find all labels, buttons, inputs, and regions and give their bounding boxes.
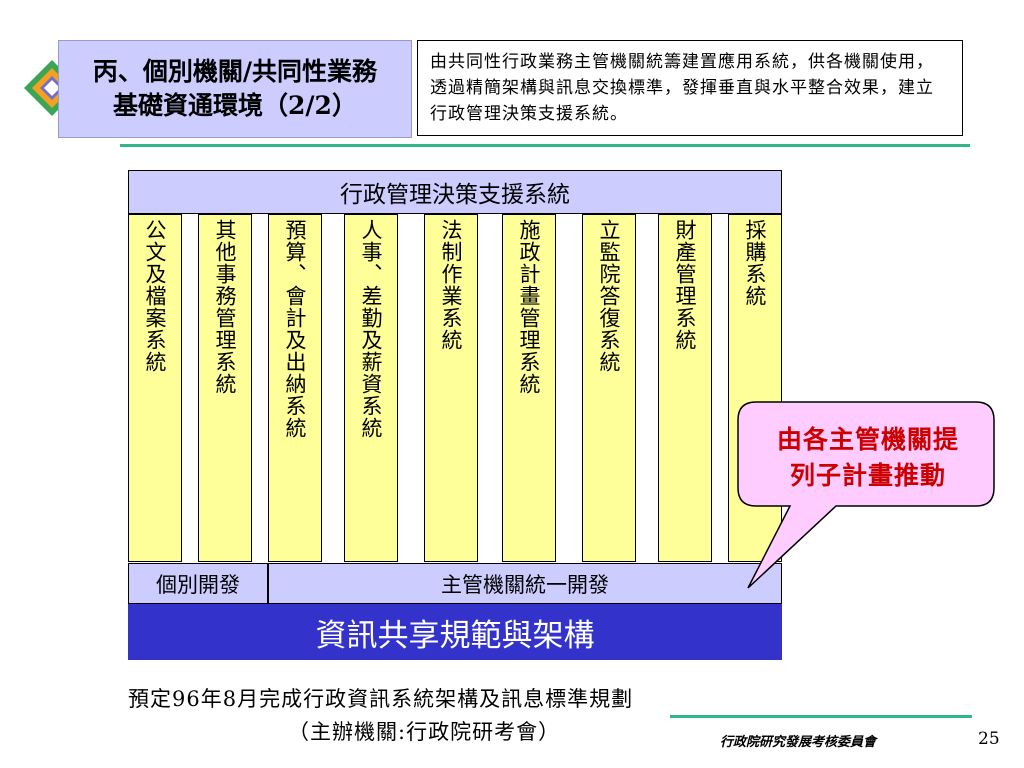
callout-bubble <box>737 401 995 589</box>
callout-text: 由各主管機關提 列子計畫推動 <box>738 412 998 504</box>
system-column-label: 施政計畫管理系統 <box>517 219 541 395</box>
description-text: 由共同性行政業務主管機關統籌建置應用系統，供各機關使用，透過精簡架構與訊息交換標… <box>430 52 934 124</box>
page-number: 25 <box>978 729 1000 749</box>
system-column-label: 財產管理系統 <box>673 219 697 351</box>
title-line-1: 丙、個別機關/共同性業務 <box>92 57 378 86</box>
callout-line-2: 列子計畫推動 <box>789 461 946 490</box>
system-column: 立監院答復系統 <box>582 214 636 562</box>
system-column-label: 人事、差勤及薪資系統 <box>359 219 383 439</box>
system-column: 公文及檔案系統 <box>128 214 182 562</box>
organization-name: 行政院研究發展考核委員會 <box>720 735 877 750</box>
architecture-diagram: 行政管理決策支援系統 公文及檔案系統 其他事務管理系統 預算、會計及出納系統 人… <box>128 170 782 660</box>
description-box: 由共同性行政業務主管機關統籌建置應用系統，供各機關使用，透過精簡架構與訊息交換標… <box>417 40 963 136</box>
individual-development-label: 個別開發 <box>156 572 240 597</box>
top-divider <box>120 144 970 147</box>
system-column: 其他事務管理系統 <box>198 214 252 562</box>
system-column-label: 公文及檔案系統 <box>143 219 167 373</box>
decision-support-label: 行政管理決策支援系統 <box>340 182 570 208</box>
decision-support-bar: 行政管理決策支援系統 <box>128 170 782 214</box>
callout-line-1: 由各主管機關提 <box>776 425 959 454</box>
system-column: 預算、會計及出納系統 <box>268 214 322 562</box>
system-column: 施政計畫管理系統 <box>502 214 556 562</box>
organizer-note: （主辦機關:行政院研考會） <box>288 720 561 744</box>
bottom-divider <box>670 715 972 718</box>
system-column-label: 其他事務管理系統 <box>213 219 237 395</box>
individual-development-bar: 個別開發 <box>128 563 268 604</box>
system-column: 法制作業系統 <box>424 214 478 562</box>
unified-development-bar: 主管機關統一開發 <box>268 563 782 604</box>
title-line-2: 基礎資通環境（2/2） <box>113 91 357 120</box>
system-column-label: 法制作業系統 <box>439 219 463 351</box>
system-column-label: 預算、會計及出納系統 <box>283 219 307 439</box>
slide-title: 丙、個別機關/共同性業務 基礎資通環境（2/2） <box>58 40 412 138</box>
info-sharing-framework-bar: 資訊共享規範與架構 <box>128 604 782 660</box>
info-sharing-framework-label: 資訊共享規範與架構 <box>315 617 595 654</box>
unified-development-label: 主管機關統一開發 <box>441 572 609 597</box>
system-column-label: 採購系統 <box>743 219 767 307</box>
schedule-note: 預定96年8月完成行政資訊系統架構及訊息標準規劃 <box>128 687 634 711</box>
system-column-label: 立監院答復系統 <box>597 219 621 373</box>
system-column: 人事、差勤及薪資系統 <box>344 214 398 562</box>
system-column: 財產管理系統 <box>658 214 712 562</box>
